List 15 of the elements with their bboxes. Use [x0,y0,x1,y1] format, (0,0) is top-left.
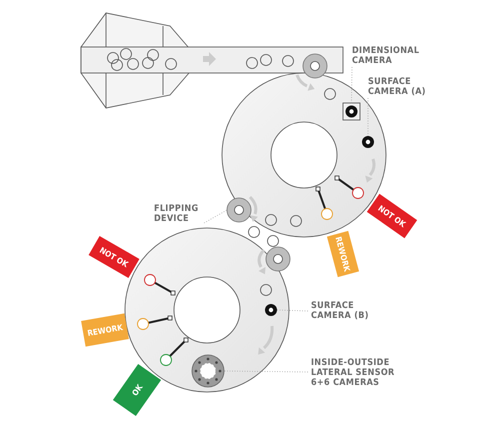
camera-icon [342,102,360,120]
leader-line [204,210,228,224]
leader-line [224,370,308,372]
leader-line [276,310,308,312]
callout-text: DIMENSIONAL CAMERA [352,46,422,66]
camera-icon [265,304,277,316]
sensor-ring-icon [192,354,224,388]
camera-icon [362,136,374,148]
callout-text: SURFACE CAMERA (A) [368,77,438,97]
status-tag: REWORK [81,313,129,347]
leader-line [351,66,352,104]
star-wheel-icon [226,198,252,222]
callout-text: SURFACE CAMERA (B) [311,301,381,321]
callout-text: FLIPPING DEVICE [154,204,206,224]
callout-text: INSIDE-OUTSIDE LATERAL SENSOR 6+6 CAMERAS [311,358,411,388]
